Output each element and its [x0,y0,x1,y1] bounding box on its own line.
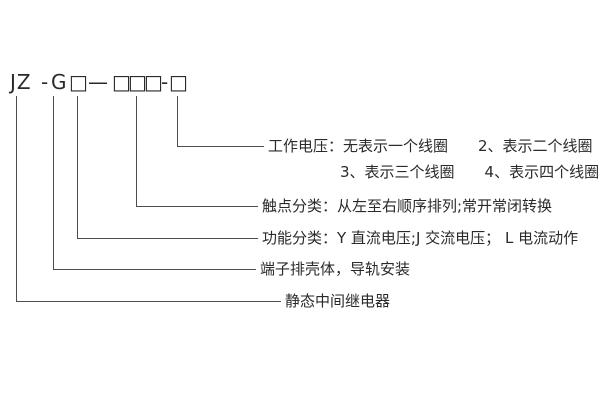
model-box-contact-1: □ [112,70,132,94]
model-dash-3: - [161,70,170,94]
model-box-contact-3: □ [144,70,164,94]
connector-hline-working-voltage [177,146,264,147]
model-prefix: JZ [10,70,32,94]
model-box-voltage: □ [169,70,189,94]
callout-working-voltage-line1: 工作电压：无表示一个线圈 2、表示二个线圈 [268,137,593,155]
connector-vline-function [77,96,78,238]
callout-function-class: 功能分类：Y 直流电压;J 交流电压； L 电流动作 [262,229,579,247]
model-box-contact-2: □ [128,70,148,94]
connector-hline-function [77,238,258,239]
model-dash-1: - [41,70,50,94]
callout-contact-class: 触点分类：从左至右顺序排列;常开常闭转换 [262,197,553,215]
connector-hline-contact [136,206,258,207]
model-dash-2: — [88,70,109,94]
connector-vline-working-voltage [177,96,178,146]
callout-housing: 端子排壳体，导轨安装 [260,260,411,278]
callout-relay-type: 静态中间继电器 [285,292,391,310]
connector-vline-relay-type [16,96,17,301]
model-series-letter: G [51,70,68,94]
connector-vline-contact [136,96,137,206]
callout-working-voltage-line2: 3、表示三个线圈 4、表示四个线圈 [340,163,600,181]
connector-hline-housing [53,269,256,270]
model-box-function: □ [69,70,89,94]
connector-hline-relay-type [16,301,281,302]
connector-vline-housing [53,96,54,269]
